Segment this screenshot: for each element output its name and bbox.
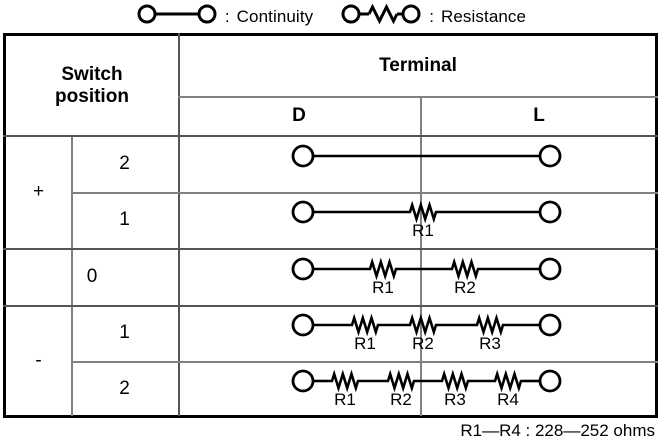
resistance-symbol bbox=[339, 3, 423, 30]
continuity-symbol bbox=[135, 3, 219, 30]
resistor-label-r3: R3 bbox=[444, 390, 466, 409]
resistor-label-r1: R1 bbox=[372, 278, 394, 297]
grid-hline-zero-minus1 bbox=[3, 305, 658, 307]
grid-hline-plus2-plus1 bbox=[71, 192, 658, 194]
resistor-label-r4: R4 bbox=[497, 390, 519, 409]
resistor-label-r1: R1 bbox=[412, 221, 434, 240]
resistor-label-r2: R2 bbox=[390, 390, 412, 409]
column-group-header-terminal: Terminal bbox=[379, 55, 457, 76]
resistor-label-r2: R2 bbox=[454, 278, 476, 297]
connection-diagram-minus-2: R1 R2 R3 R4 bbox=[6, 361, 658, 416]
switch-position-plus-2: 2 bbox=[119, 152, 130, 174]
legend-label-continuity: Continuity bbox=[236, 6, 314, 26]
connection-diagram-plus-1: R1 bbox=[6, 192, 658, 248]
switch-sign-plus: + bbox=[32, 180, 45, 202]
grid-vline-sign-position bbox=[71, 135, 73, 416]
grid-vline-d-l bbox=[420, 96, 422, 416]
switch-position-zero: 0 bbox=[86, 265, 98, 287]
switch-position-line1: Switch bbox=[61, 63, 123, 85]
row-header-switch-position: Switch position bbox=[6, 36, 178, 135]
switch-sign-minus: - bbox=[35, 349, 42, 371]
switch-position-line2: position bbox=[55, 85, 129, 107]
connection-diagram-zero: R1 R2 bbox=[6, 248, 658, 305]
resistor-label-r1: R1 bbox=[334, 390, 356, 409]
grid-hline-minus1-minus2 bbox=[71, 361, 658, 363]
grid-vline-switch-terminal bbox=[178, 33, 180, 416]
grid-hline-plus1-zero bbox=[3, 248, 658, 250]
legend-separator: : bbox=[224, 6, 230, 26]
switch-continuity-table: Switch position Terminal D L + 2 1 0 - 1… bbox=[3, 33, 658, 418]
column-header-d: D bbox=[292, 104, 306, 126]
grid-hline-header-body bbox=[3, 135, 658, 137]
resistor-label-r1: R1 bbox=[354, 334, 376, 353]
switch-position-minus-2: 2 bbox=[119, 377, 130, 399]
grid-hline-terminal-dl bbox=[178, 96, 658, 98]
connection-diagram-plus-2 bbox=[6, 135, 658, 192]
legend-item-resistance: : Resistance bbox=[339, 3, 526, 30]
legend-separator: : bbox=[429, 6, 434, 26]
connection-diagram-minus-1: R1 R2 R3 bbox=[6, 305, 658, 361]
resistor-label-r3: R3 bbox=[479, 334, 501, 353]
footnote-resistance-range: R1—R4 : 228—252 ohms bbox=[460, 421, 655, 440]
resistor-label-r2: R2 bbox=[412, 334, 434, 353]
legend-label-resistance: Resistance bbox=[440, 6, 527, 26]
column-header-l: L bbox=[533, 104, 545, 126]
switch-position-plus-1: 1 bbox=[119, 209, 130, 230]
legend: : Continuity : Resistance bbox=[0, 0, 661, 33]
legend-item-continuity: : Continuity bbox=[135, 3, 313, 30]
switch-position-minus-1: 1 bbox=[119, 322, 130, 343]
